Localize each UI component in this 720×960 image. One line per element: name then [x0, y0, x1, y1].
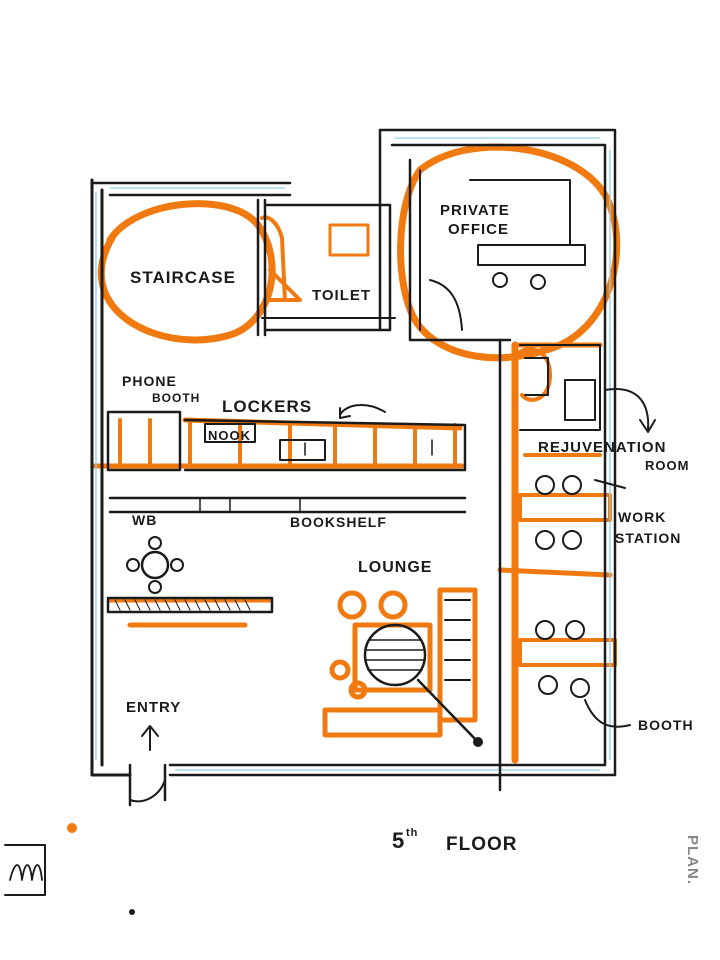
label-floor-number: 5 — [392, 828, 405, 853]
label-entry: ENTRY — [126, 699, 181, 716]
label-private-office-1: PRIVATE — [440, 202, 510, 219]
label-work-station-1: WORK — [618, 509, 666, 525]
label-rejuvenation-2: ROOM — [645, 458, 689, 473]
label-floor-word: FLOOR — [446, 834, 518, 855]
ink-layer — [4, 128, 656, 915]
label-phone-booth-1: PHONE — [122, 373, 177, 389]
label-booth: BOOTH — [638, 717, 694, 733]
label-phone-booth-2: BOOTH — [152, 391, 200, 405]
label-floor-suffix: th — [406, 827, 418, 839]
label-wb: WB — [132, 512, 157, 528]
room-labels: STAIRCASE TOILET PRIVATE OFFICE PHONE BO… — [122, 202, 701, 885]
label-lounge: LOUNGE — [358, 559, 432, 576]
label-bookshelf: BOOKSHELF — [290, 514, 387, 530]
label-toilet: TOILET — [312, 287, 371, 304]
label-staircase: STAIRCASE — [130, 268, 236, 287]
label-plan: PLAN. — [684, 835, 701, 885]
sketch-logo — [4, 844, 46, 896]
label-rejuvenation-1: REJUVENATION — [538, 439, 666, 456]
label-private-office-2: OFFICE — [448, 221, 509, 238]
label-nook: NOOK — [208, 428, 251, 443]
label-work-station-2: STATION — [615, 530, 681, 546]
label-lockers: LOCKERS — [222, 397, 312, 416]
